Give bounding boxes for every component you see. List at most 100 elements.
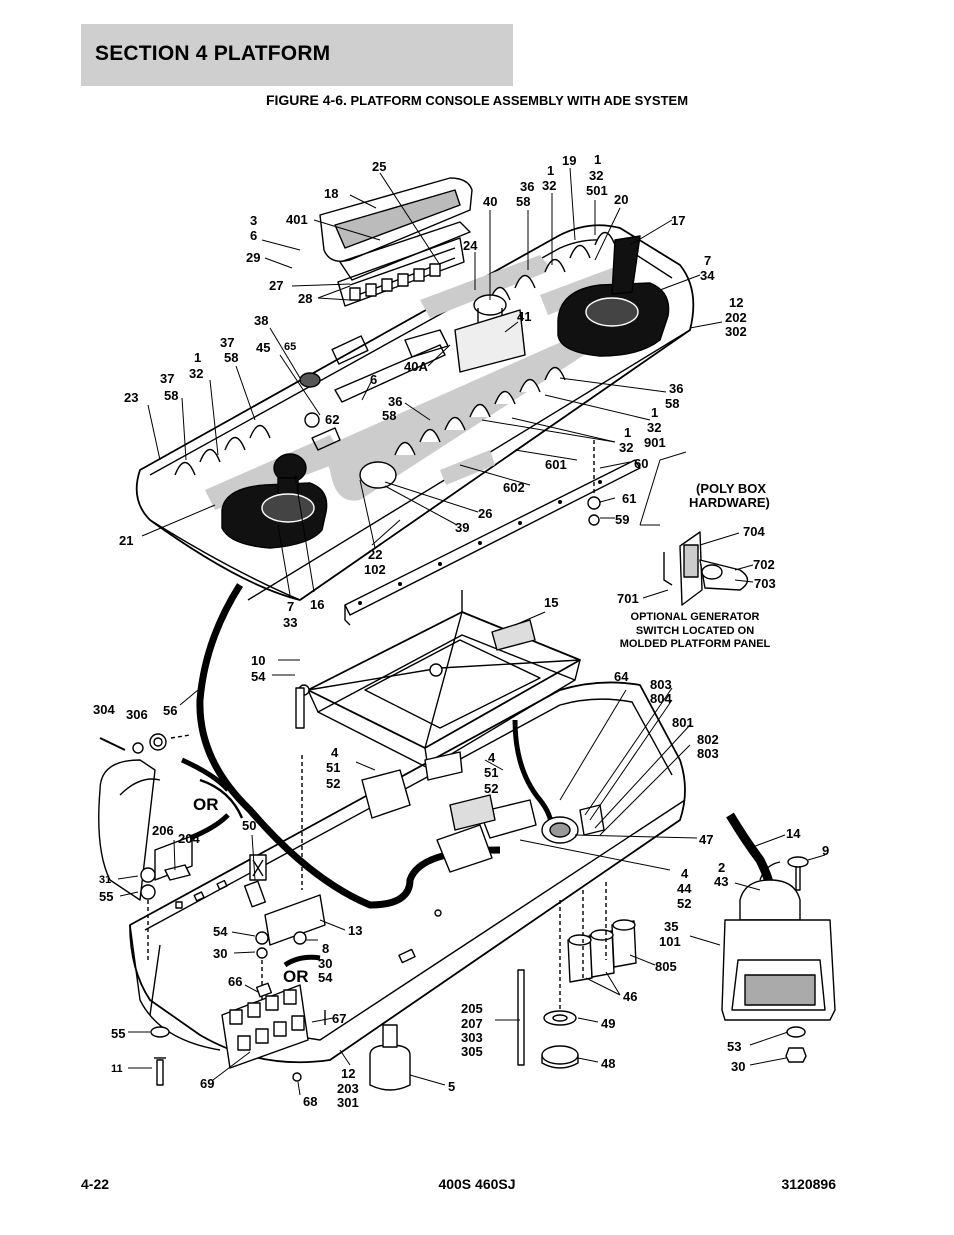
callout-30: 30 bbox=[731, 1059, 745, 1074]
callout-4: 4 bbox=[681, 866, 689, 881]
callout-702: 702 bbox=[753, 557, 775, 572]
callout-601: 601 bbox=[545, 457, 567, 472]
callout-58: 58 bbox=[382, 408, 396, 423]
or-arrows bbox=[180, 757, 321, 968]
callout-26: 26 bbox=[478, 506, 492, 521]
callout-701: 701 bbox=[617, 591, 639, 606]
callout-804: 804 bbox=[650, 691, 672, 706]
callout-22: 22 bbox=[368, 547, 382, 562]
callout-55: 55 bbox=[99, 889, 113, 904]
callout-17: 17 bbox=[671, 213, 685, 228]
callout-37: 37 bbox=[160, 371, 174, 386]
callout-1: 1 bbox=[624, 425, 631, 440]
callout-32: 32 bbox=[542, 178, 556, 193]
callout-303: 303 bbox=[461, 1030, 483, 1045]
callout-19: 19 bbox=[562, 153, 576, 168]
callout-30: 30 bbox=[318, 956, 332, 971]
cable-56 bbox=[196, 583, 501, 909]
callout-35: 35 bbox=[664, 919, 678, 934]
callout-14: 14 bbox=[786, 826, 801, 841]
mounting-frame bbox=[295, 590, 581, 769]
callout-6: 6 bbox=[250, 228, 257, 243]
callout-53: 53 bbox=[727, 1039, 741, 1054]
callout-65: 65 bbox=[284, 341, 296, 353]
console-lid bbox=[135, 224, 695, 601]
callout-58: 58 bbox=[665, 396, 679, 411]
callout-27: 27 bbox=[269, 278, 283, 293]
callout-38: 38 bbox=[254, 313, 268, 328]
figure-title: FIGURE 4-6. PLATFORM CONSOLE ASSEMBLY WI… bbox=[0, 92, 954, 108]
callout-24: 24 bbox=[463, 238, 478, 253]
callout-802: 802 bbox=[697, 732, 719, 747]
callout-2: 2 bbox=[718, 860, 725, 875]
callout-29: 29 bbox=[246, 250, 260, 265]
callout-102: 102 bbox=[364, 562, 386, 577]
figure-name: PLATFORM CONSOLE ASSEMBLY WITH ADE SYSTE… bbox=[346, 93, 689, 108]
callout-41: 41 bbox=[517, 309, 531, 324]
callout-207: 207 bbox=[461, 1016, 483, 1031]
callout-1: 1 bbox=[594, 152, 601, 167]
callout-32: 32 bbox=[619, 440, 633, 455]
callout-602: 602 bbox=[503, 480, 525, 495]
generator-note-line3: MOLDED PLATFORM PANEL bbox=[620, 638, 771, 650]
callout-61: 61 bbox=[622, 491, 636, 506]
callout-206: 206 bbox=[152, 823, 174, 838]
callout-52: 52 bbox=[326, 776, 340, 791]
callout-49: 49 bbox=[601, 1016, 615, 1031]
callout-58: 58 bbox=[224, 350, 238, 365]
leader-lines bbox=[117, 167, 826, 1096]
callout-54: 54 bbox=[251, 669, 266, 684]
callout-52: 52 bbox=[484, 781, 498, 796]
callout-43: 43 bbox=[714, 874, 728, 889]
callout-301: 301 bbox=[337, 1095, 359, 1110]
or-label-2: OR bbox=[283, 967, 309, 986]
callout-36: 36 bbox=[520, 179, 534, 194]
footer-page-number: 4-22 bbox=[81, 1176, 110, 1192]
callout-32: 32 bbox=[589, 168, 603, 183]
callout-803: 803 bbox=[650, 677, 672, 692]
callout-1: 1 bbox=[547, 163, 554, 178]
callout-501: 501 bbox=[586, 183, 608, 198]
generator-note-line1: OPTIONAL GENERATOR bbox=[631, 611, 760, 623]
callout-16: 16 bbox=[310, 597, 324, 612]
callout-11: 11 bbox=[111, 1063, 123, 1075]
callout-703: 703 bbox=[754, 576, 776, 591]
console-drawing bbox=[98, 177, 836, 1091]
callout-704: 704 bbox=[743, 524, 765, 539]
cable-right bbox=[726, 812, 775, 891]
callout-51: 51 bbox=[326, 760, 340, 775]
callout-31: 31 bbox=[99, 874, 111, 886]
callout-55: 55 bbox=[111, 1026, 125, 1041]
callout-51: 51 bbox=[484, 765, 498, 780]
figure-prefix: FIGURE 4-6. bbox=[265, 92, 347, 108]
poly-box-note-line1: (POLY BOX bbox=[696, 481, 766, 496]
callout-36: 36 bbox=[669, 381, 683, 396]
callout-47: 47 bbox=[699, 832, 713, 847]
callout-204: 204 bbox=[178, 831, 200, 846]
callout-4: 4 bbox=[488, 750, 496, 765]
display-module bbox=[319, 177, 473, 307]
section-title: SECTION 4 PLATFORM bbox=[95, 42, 331, 65]
callout-12: 12 bbox=[341, 1066, 355, 1081]
foot-switch bbox=[721, 856, 836, 1063]
callout-25: 25 bbox=[372, 159, 386, 174]
callout-20: 20 bbox=[614, 192, 628, 207]
callout-7: 7 bbox=[287, 599, 294, 614]
callout-28: 28 bbox=[298, 291, 312, 306]
callout-52: 52 bbox=[677, 896, 691, 911]
callout-1: 1 bbox=[194, 350, 201, 365]
callout-46: 46 bbox=[623, 989, 637, 1004]
callout-305: 305 bbox=[461, 1044, 483, 1059]
callout-33: 33 bbox=[283, 615, 297, 630]
callout-12: 12 bbox=[729, 295, 743, 310]
footer-model: 400S 460SJ bbox=[438, 1176, 516, 1192]
callout-203: 203 bbox=[337, 1081, 359, 1096]
callout-64: 64 bbox=[614, 669, 629, 684]
callout-901: 901 bbox=[644, 435, 666, 450]
or-label-1: OR bbox=[193, 795, 219, 814]
callout-39: 39 bbox=[455, 520, 469, 535]
callout-58: 58 bbox=[516, 194, 530, 209]
callout-54: 54 bbox=[318, 970, 333, 985]
callout-45: 45 bbox=[256, 340, 270, 355]
callout-labels: 25 18 401 3 6 29 27 28 40 36 58 1 32 19 … bbox=[93, 152, 829, 1110]
